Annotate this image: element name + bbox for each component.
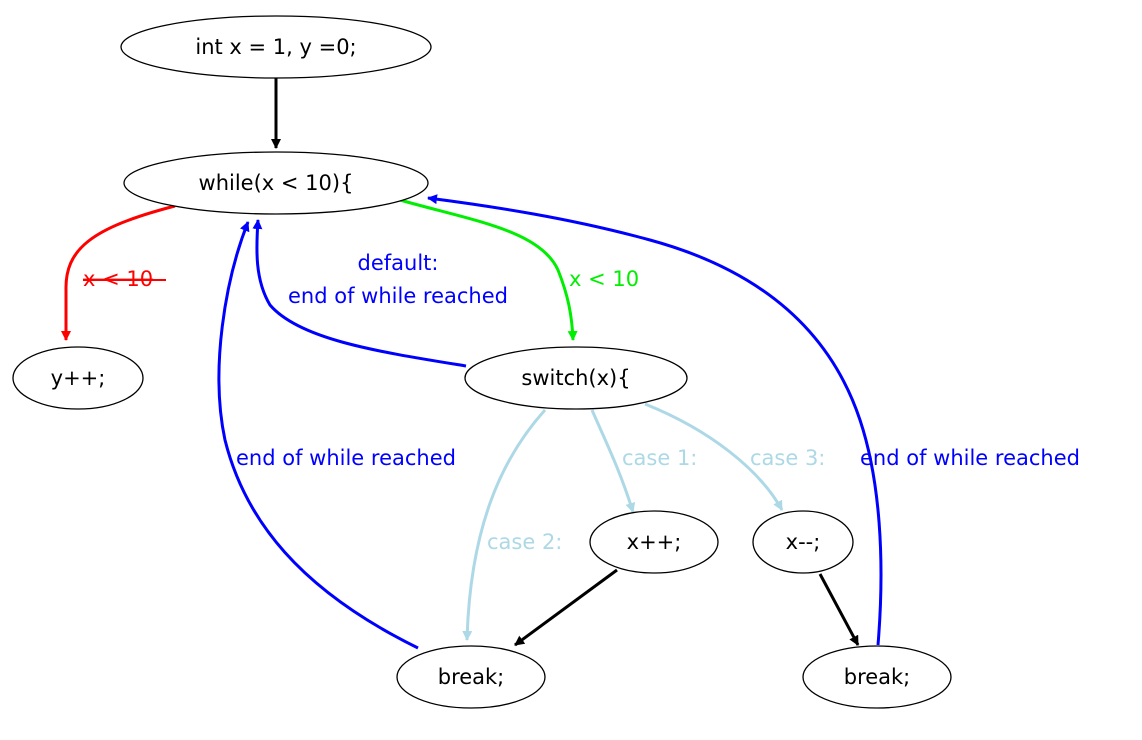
edge-while-to-switch [399, 198, 578, 341]
edge-breakleft-to-while [217, 221, 419, 650]
node-x-decrement-label: x--; [786, 530, 821, 554]
edge-xdec-to-breakright [818, 573, 860, 646]
edge-xinc-to-breakleft [514, 568, 618, 647]
edge-switch-to-breakleft [462, 408, 547, 641]
edge-label-case2: case 2: [487, 530, 562, 554]
node-y-increment-label: y++; [51, 366, 106, 390]
node-x-decrement: x--; [752, 510, 854, 574]
node-init-label: int x = 1, y =0; [195, 35, 356, 59]
node-init: int x = 1, y =0; [120, 15, 432, 79]
edge-label-default-line1: default: [358, 251, 439, 275]
node-break-right-label: break; [844, 665, 911, 689]
node-y-increment: y++; [12, 346, 144, 410]
edge-label-case1: case 1: [622, 446, 697, 470]
edge-breakright-to-while [427, 194, 883, 646]
edge-switch-to-xinc [590, 409, 636, 513]
edge-label-default-line2: end of while reached [288, 284, 508, 308]
edge-label-true-condition: x < 10 [569, 267, 639, 291]
node-while: while(x < 10){ [123, 151, 429, 215]
node-break-left: break; [396, 645, 546, 709]
node-x-increment: x++; [589, 510, 719, 574]
edge-label-left-loop: end of while reached [236, 446, 456, 470]
edge-while-to-yinc [61, 204, 176, 341]
edge-switch-to-while-default [252, 219, 467, 368]
edge-label-right-loop: end of while reached [860, 446, 1080, 470]
node-while-label: while(x < 10){ [199, 171, 354, 195]
node-switch-label: switch(x){ [521, 366, 630, 390]
node-break-right: break; [802, 645, 952, 709]
node-switch: switch(x){ [464, 346, 688, 410]
node-break-left-label: break; [438, 665, 505, 689]
edge-switch-to-xdec [644, 402, 784, 511]
node-x-increment-label: x++; [627, 530, 682, 554]
edge-label-case3: case 3: [750, 446, 825, 470]
